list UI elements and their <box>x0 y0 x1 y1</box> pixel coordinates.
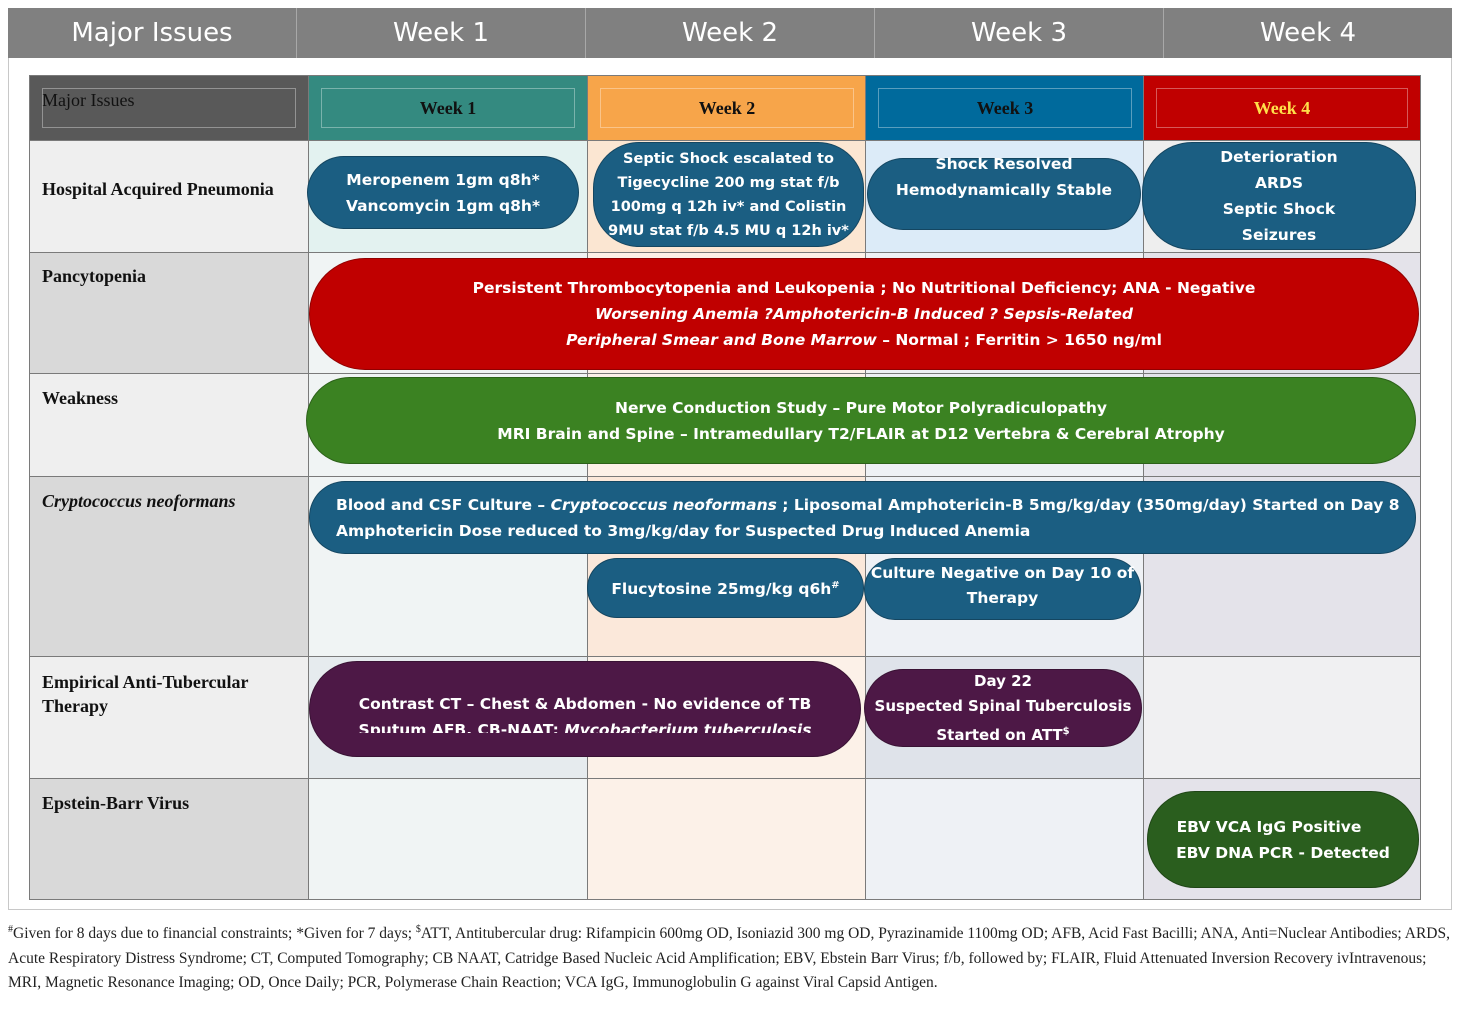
inner-header-week-3: Week 3 <box>866 76 1144 140</box>
pill-cryptococcus-treatment: Blood and CSF Culture – Cryptococcus neo… <box>309 481 1416 554</box>
inner-header-frame <box>1156 88 1408 128</box>
outer-header-week-2: Week 2 <box>586 8 875 58</box>
pill-line: MRI Brain and Spine – Intramedullary T2/… <box>497 424 1225 443</box>
pill-line: Persistent Thrombocytopenia and Leukopen… <box>472 279 1256 297</box>
row-label-att-line-1: Empirical Anti-Tubercular <box>42 672 249 692</box>
inner-header-frame <box>600 88 854 128</box>
grid-hline <box>30 252 1420 253</box>
pill-hap-week3: Shock Resolved Hemodynamically Stable <box>867 155 1141 230</box>
pill-text-italic: Peripheral Smear and Bone Marrow <box>566 331 877 349</box>
grid-vline <box>308 76 309 899</box>
pill-hap-week1: Meropenem 1gm q8h* Vancomycin 1gm q8h* <box>307 156 579 229</box>
pill-line: 9MU stat f/b 4.5 MU q 12h iv* <box>608 222 849 239</box>
pill-line: Seizures <box>1241 226 1317 244</box>
pill-line: Blood and CSF Culture – Cryptococcus neo… <box>336 492 1400 518</box>
pill-text-italic: Cryptococcus neoformans <box>550 495 777 514</box>
pill-text: Sputum AFB, CB-NAAT: <box>358 721 565 733</box>
pill-line: Flucytosine 25mg/kg q6h# <box>611 573 839 602</box>
pill-text: Started on ATT <box>936 725 1063 744</box>
pill-hap-week2: Septic Shock escalated to Tigecycline 20… <box>593 142 864 247</box>
pill-line: EBV DNA PCR - Detected <box>1176 843 1390 862</box>
pill-line: Started on ATT$ <box>936 719 1069 748</box>
pill-line: Sputum AFB, CB-NAAT: Mycobacterium tuber… <box>359 717 812 733</box>
row-label-cryptococcus: Cryptococcus neoformans <box>42 491 236 511</box>
grid-hline <box>30 373 1420 374</box>
pill-flucytosine: Flucytosine 25mg/kg q6h# <box>587 558 864 618</box>
inner-header-week-3-label: Week 3 <box>976 97 1034 118</box>
footnote-text-2: ATT, Antitubercular drug: Rifampicin 600… <box>8 925 1450 992</box>
pill-line: Vancomycin 1gm q8h* <box>345 196 541 215</box>
pill-line: Hemodynamically Stable <box>895 181 1113 199</box>
pill-line: Deterioration <box>1220 148 1338 166</box>
outer-frame <box>8 58 1452 910</box>
pill-line: 100mg q 12h iv* and Colistin <box>610 198 847 215</box>
footnote-sup-dollar: $ <box>415 924 421 935</box>
grid-hline <box>30 778 1420 779</box>
inner-header-week-4: Week 4 <box>1144 76 1420 140</box>
outer-header-week-4: Week 4 <box>1259 18 1357 48</box>
pill-line: Septic Shock <box>1222 200 1336 218</box>
inner-header-week-2: Week 2 <box>588 76 866 140</box>
row-label-att-line-2: Therapy <box>42 696 109 716</box>
pill-day-22: Day 22 Suspected Spinal Tuberculosis Sta… <box>864 669 1142 747</box>
week4-att-bg <box>1144 656 1420 778</box>
pill-text: Blood and CSF Culture – <box>336 495 551 514</box>
outer-header: Major Issues Week 1 Week 2 Week 3 Week 4 <box>8 8 1452 58</box>
pill-line: Tigecycline 200 mg stat f/b <box>617 174 840 191</box>
pill-line: Amphotericin Dose reduced to 3mg/kg/day … <box>336 521 1031 540</box>
pill-text: Flucytosine 25mg/kg q6h <box>611 580 832 599</box>
pill-line: Peripheral Smear and Bone Marrow – Norma… <box>566 327 1162 353</box>
row-label-pancytopenia: Pancytopenia <box>42 266 147 286</box>
pill-text: ; Liposomal Amphotericin-B 5mg/kg/day (3… <box>776 495 1400 514</box>
pill-text-italic: Mycobacterium tuberculosis <box>564 721 812 733</box>
label-bg-crypto <box>30 476 308 656</box>
pill-sup: # <box>831 580 840 592</box>
inner-header-major-label: Major Issues <box>42 90 135 110</box>
pill-line: Suspected Spinal Tuberculosis <box>874 696 1132 715</box>
pill-ebv: EBV VCA IgG Positive EBV DNA PCR - Detec… <box>1147 791 1419 888</box>
pill-text: – Normal ; Ferritin > 1650 ng/ml <box>876 331 1162 349</box>
inner-header-week-2-label: Week 2 <box>698 97 756 118</box>
inner-header-week-1-label: Week 1 <box>419 97 477 118</box>
pill-line: Therapy <box>966 589 1039 607</box>
pill-sup: $ <box>1062 725 1070 737</box>
pill-culture-negative: Culture Negative on Day 10 of Therapy <box>864 558 1141 620</box>
inner-header-week-4-label: Week 4 <box>1253 97 1311 118</box>
pill-hap-week4: Deterioration ARDS Septic Shock Seizures <box>1142 142 1416 250</box>
row-label-ebv: Epstein-Barr Virus <box>42 793 190 813</box>
pill-line: ARDS <box>1255 174 1303 192</box>
inner-header-major: Major Issues <box>30 76 308 140</box>
inner-header-frame <box>42 88 296 128</box>
grid-hline <box>30 140 1420 141</box>
inner-header-week-1: Week 1 <box>309 76 587 140</box>
row-label-att: Empirical Anti-Tubercular Therapy <box>30 670 308 718</box>
pill-line: Shock Resolved <box>935 155 1073 173</box>
inner-header-frame <box>878 88 1132 128</box>
pill-line: Culture Negative on Day 10 of <box>870 564 1135 582</box>
pill-line: Day 22 <box>974 671 1032 690</box>
pill-pancytopenia: Persistent Thrombocytopenia and Leukopen… <box>309 258 1419 370</box>
label-bg-pancytopenia <box>30 252 308 373</box>
outer-header-week-3: Week 3 <box>875 8 1164 58</box>
inner-header-frame <box>321 88 575 128</box>
row-label-weakness: Weakness <box>42 388 119 408</box>
pill-line: Worsening Anemia ?Amphotericin-B Induced… <box>595 305 1133 323</box>
row-label-hap: Hospital Acquired Pneumonia <box>42 179 274 199</box>
pill-line: Septic Shock escalated to <box>623 150 834 167</box>
pill-line: Nerve Conduction Study – Pure Motor Poly… <box>614 398 1107 417</box>
pill-line: EBV VCA IgG Positive <box>1176 817 1362 836</box>
footnote-sup-hash: # <box>8 924 13 935</box>
outer-header-major: Major Issues <box>8 8 297 58</box>
pill-weakness: Nerve Conduction Study – Pure Motor Poly… <box>306 377 1416 464</box>
pill-contrast-ct: Contrast CT – Chest & Abdomen - No evide… <box>309 661 861 757</box>
label-bg-ebv <box>30 778 308 899</box>
footnote: #Given for 8 days due to financial const… <box>8 918 1454 996</box>
grid-hline <box>30 476 1420 477</box>
footnote-text-1: Given for 8 days due to financial constr… <box>13 925 416 943</box>
timeline-table: Major Issues Week 1 Week 2 Week 3 Week 4… <box>29 75 1421 900</box>
outer-header-week-1: Week 1 <box>297 8 586 58</box>
pill-line: Meropenem 1gm q8h* <box>346 170 540 189</box>
pill-line: Contrast CT – Chest & Abdomen - No evide… <box>358 695 812 713</box>
grid-hline <box>30 656 1420 657</box>
